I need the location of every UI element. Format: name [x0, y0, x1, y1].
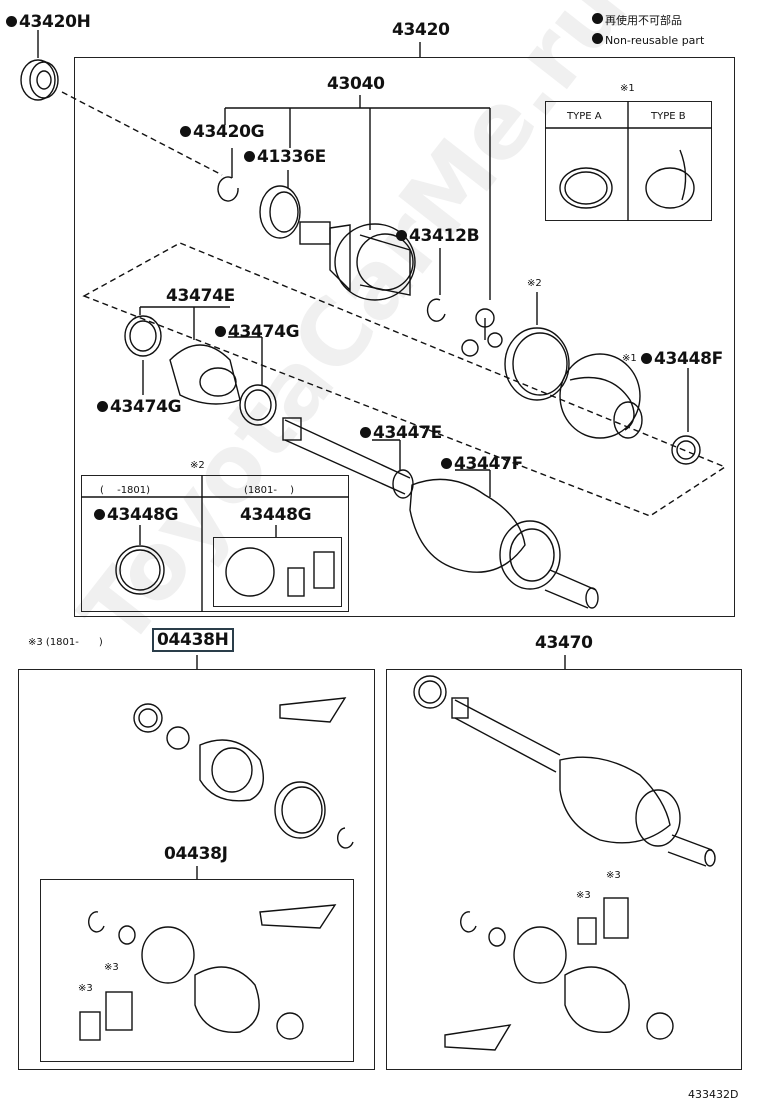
figure-code: 433432D: [688, 1088, 739, 1101]
type-b-label: TYPE B: [651, 111, 686, 122]
non-reusable-dot-icon: [97, 401, 108, 412]
part-43447E: 43447E: [360, 423, 442, 443]
legend-non-reusable-en: Non-reusable part: [592, 33, 704, 47]
legend-dot-icon: [592, 33, 603, 44]
part-43448G-left: 43448G: [94, 505, 179, 525]
part-43420: 43420: [392, 20, 450, 40]
non-reusable-dot-icon: [6, 16, 17, 27]
part-43412B: 43412B: [396, 226, 480, 246]
part-43040: 43040: [327, 74, 385, 94]
boot-clamp-box: [81, 475, 349, 612]
note-1: ※1: [620, 83, 635, 94]
non-reusable-dot-icon: [641, 353, 652, 364]
part-43474G-upper: 43474G: [215, 322, 300, 342]
kit-04438H-frame: [18, 669, 375, 1070]
note-1-clamp: ※1: [622, 353, 637, 364]
part-43474G-lower: 43474G: [97, 397, 182, 417]
non-reusable-dot-icon: [441, 458, 452, 469]
legend-dot-icon: [592, 13, 603, 24]
part-43448G-right: 43448G: [240, 505, 312, 525]
part-43447F: 43447F: [441, 454, 523, 474]
legend-non-reusable-jp: 再使用不可部品: [592, 12, 682, 28]
note-2-upper: ※2: [527, 278, 542, 289]
type-a-label: TYPE A: [567, 111, 602, 122]
part-43474E: 43474E: [166, 286, 235, 306]
note-3-mark-c: ※3: [606, 870, 621, 881]
range-before-1801: ( -1801): [100, 485, 151, 496]
part-43420G: 43420G: [180, 122, 265, 142]
kit-04438J-frame: [40, 879, 354, 1062]
non-reusable-dot-icon: [244, 151, 255, 162]
part-43448F: 43448F: [641, 349, 723, 369]
note-2-box: ※2: [190, 460, 205, 471]
range-from-1801: (1801- ): [244, 485, 295, 496]
clamp-kit-inner-box: [213, 537, 342, 607]
part-41336E: 41336E: [244, 147, 326, 167]
part-04438J: 04438J: [164, 844, 228, 864]
non-reusable-dot-icon: [215, 326, 226, 337]
non-reusable-dot-icon: [360, 427, 371, 438]
note-3-mark-b: ※3: [78, 983, 93, 994]
note-3-header: ※3 (1801- ): [28, 637, 103, 648]
non-reusable-dot-icon: [180, 126, 191, 137]
assembly-43470-frame: [386, 669, 742, 1070]
non-reusable-dot-icon: [396, 230, 407, 241]
part-04438H-highlighted[interactable]: 04438H: [152, 628, 234, 652]
note-3-mark-a: ※3: [104, 962, 119, 973]
note-3-mark-d: ※3: [576, 890, 591, 901]
part-43470: 43470: [535, 633, 593, 653]
part-43420H: 43420H: [6, 12, 91, 32]
main-frame-43420: [74, 57, 735, 617]
non-reusable-dot-icon: [94, 509, 105, 520]
